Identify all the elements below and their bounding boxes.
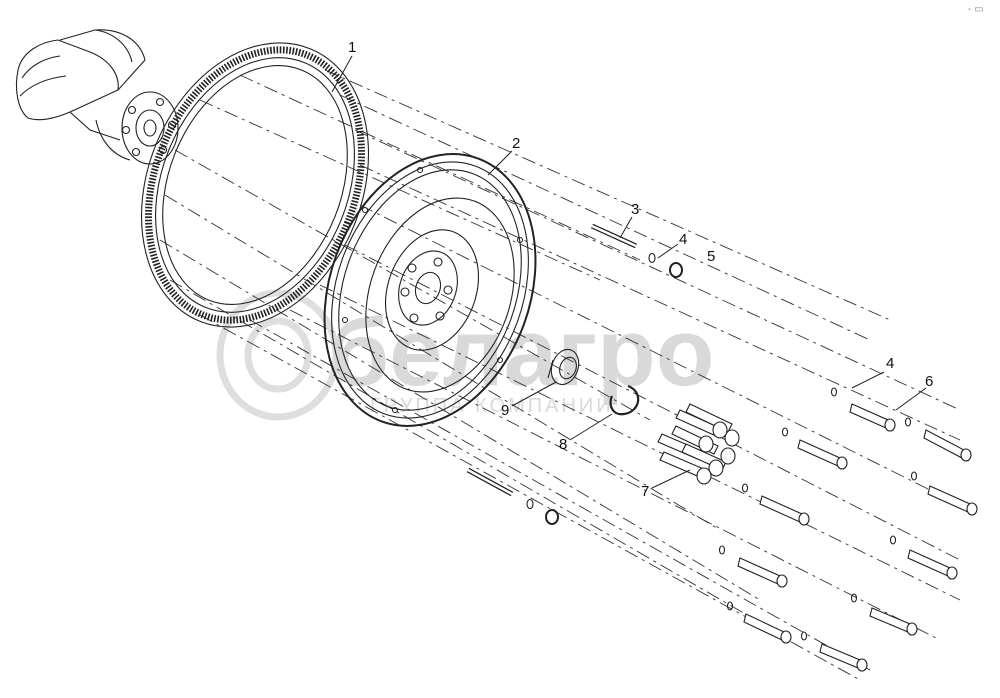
flywheel bbox=[323, 153, 537, 427]
callout-9: 9 bbox=[501, 402, 509, 419]
callout-8: 8 bbox=[559, 436, 567, 453]
callout-5: 5 bbox=[707, 248, 715, 265]
callout-7: 7 bbox=[641, 483, 649, 500]
assembly-axis-lines bbox=[159, 69, 961, 681]
washers-and-nuts bbox=[526, 252, 683, 525]
bearing bbox=[547, 348, 580, 386]
corner-mark: - ▭ bbox=[968, 4, 984, 15]
callout-4-upper: 4 bbox=[679, 231, 687, 248]
callout-4-lower: 4 bbox=[886, 355, 894, 372]
watermark: белагро ГРУППА КОМПАНИЙ bbox=[216, 289, 714, 421]
short-bolt-cluster bbox=[657, 403, 740, 485]
watermark-brand: белагро bbox=[330, 299, 714, 406]
watermark-tagline: ГРУППА КОМПАНИЙ bbox=[370, 393, 614, 417]
crankshaft-end bbox=[15, 29, 179, 165]
ring-gear bbox=[140, 42, 370, 328]
stud-bolts bbox=[466, 223, 638, 497]
long-bolts bbox=[718, 387, 978, 672]
callout-2: 2 bbox=[512, 135, 520, 152]
leader-lines bbox=[331, 55, 927, 489]
callout-3: 3 bbox=[631, 201, 639, 218]
retaining-ring bbox=[609, 384, 640, 416]
callout-6: 6 bbox=[925, 373, 933, 390]
callout-1: 1 bbox=[348, 39, 356, 56]
callouts: 1 2 3 4 5 4 6 7 8 9 bbox=[348, 39, 933, 500]
